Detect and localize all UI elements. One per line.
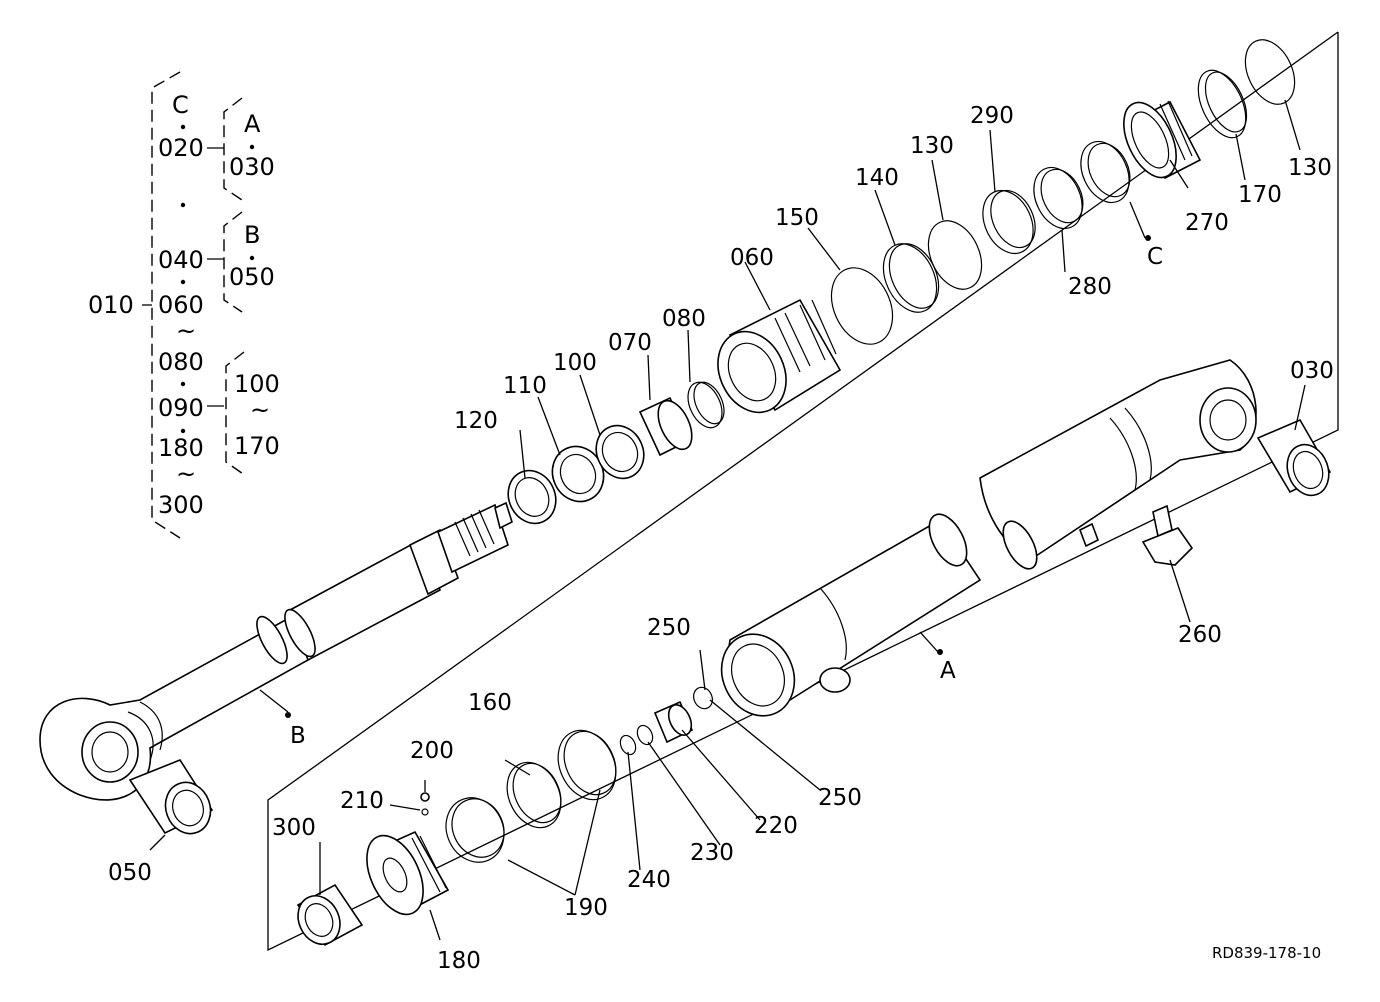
cylinder-tube-assembly (720, 359, 1257, 717)
label-240: 240 (627, 867, 671, 893)
label-300: 300 (272, 815, 316, 841)
piston-060 (717, 298, 842, 414)
lower-seals (445, 686, 713, 863)
label-030: 030 (1290, 358, 1334, 384)
leader-lines (149, 99, 1306, 941)
tree-030: 030 (229, 153, 275, 181)
piston-rod-assembly (39, 501, 513, 801)
label-130-b: 130 (1288, 155, 1332, 181)
tree-010: 010 (88, 291, 134, 319)
label-160: 160 (468, 690, 512, 716)
label-150: 150 (775, 205, 819, 231)
tree-tilde-1: ~ (176, 317, 196, 345)
label-250-b: 250 (818, 785, 862, 811)
label-130-a: 130 (910, 133, 954, 159)
label-060: 060 (730, 245, 774, 271)
label-230: 230 (690, 840, 734, 866)
tree-170: 170 (234, 432, 280, 460)
label-260: 260 (1178, 622, 1222, 648)
label-250-a: 250 (647, 615, 691, 641)
label-180: 180 (437, 948, 481, 974)
tree-tilde-2: ~ (250, 396, 270, 424)
tree-c: C (172, 91, 189, 119)
tree-b: B (244, 221, 260, 249)
label-270: 270 (1185, 210, 1229, 236)
label-280: 280 (1068, 274, 1112, 300)
label-070: 070 (608, 330, 652, 356)
label-mark-c: C (1147, 244, 1163, 270)
tree-050: 050 (229, 263, 275, 291)
fitting-260 (1141, 504, 1194, 566)
rod-seals (507, 381, 725, 525)
tree-040: 040 (158, 246, 204, 274)
label-mark-a: A (940, 658, 956, 684)
label-080: 080 (662, 306, 706, 332)
label-200: 200 (410, 738, 454, 764)
tree-090: 090 (158, 394, 204, 422)
frame-lines (267, 31, 1339, 952)
label-290: 290 (970, 103, 1014, 129)
part-labels: 030 050 060 070 080 100 110 120 130 130 … (108, 103, 1334, 974)
gland-270 (1123, 39, 1296, 180)
label-100: 100 (553, 350, 597, 376)
tree-020: 020 (158, 134, 204, 162)
label-170: 170 (1238, 182, 1282, 208)
bushing-050 (128, 759, 214, 835)
piston-seals (830, 140, 1131, 345)
tree-100: 100 (234, 370, 280, 398)
piston-180 (366, 792, 450, 916)
label-mark-b: B (290, 723, 306, 749)
label-120: 120 (454, 408, 498, 434)
tree-300: 300 (158, 491, 204, 519)
bushing-300 (296, 883, 364, 947)
label-220: 220 (754, 813, 798, 839)
tree-060: 060 (158, 291, 204, 319)
tree-180: 180 (158, 434, 204, 462)
tree-080: 080 (158, 348, 204, 376)
bushing-030 (1256, 418, 1332, 497)
label-050: 050 (108, 860, 152, 886)
label-190: 190 (564, 895, 608, 921)
tree-tilde-3: ~ (176, 460, 196, 488)
assembly-tree: C 020 A 030 B 040 050 010 060 ~ 080 090 … (88, 71, 280, 539)
tree-a: A (244, 110, 261, 138)
label-110: 110 (503, 373, 547, 399)
label-210: 210 (340, 788, 384, 814)
drawing-reference: RD839-178-10 (1212, 944, 1321, 962)
label-140: 140 (855, 165, 899, 191)
